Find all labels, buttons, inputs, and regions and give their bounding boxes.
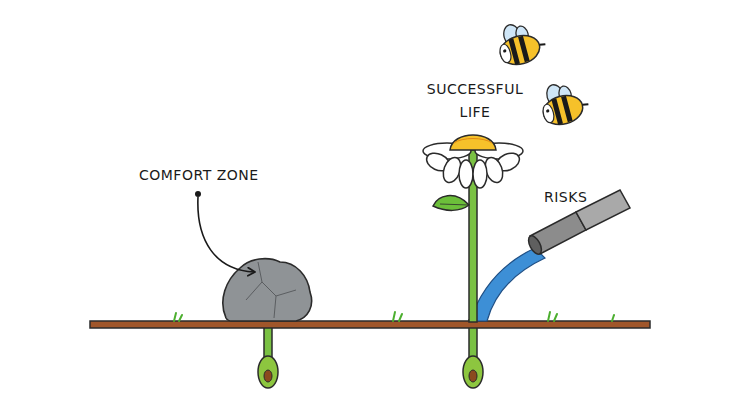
label-text: SUCCESSFUL LIFE [420, 78, 530, 124]
daisy [423, 135, 523, 188]
bee [494, 17, 549, 69]
leaf [433, 196, 469, 211]
flower-root [463, 320, 483, 388]
water-stream [470, 248, 545, 321]
label-text: RISKS [544, 186, 587, 209]
bee [537, 77, 592, 129]
ground-line [90, 321, 650, 328]
leader-line [198, 197, 254, 272]
label-text: COMFORT ZONE [139, 164, 259, 187]
leader-dot [195, 191, 201, 197]
buried-sprout [258, 320, 278, 388]
